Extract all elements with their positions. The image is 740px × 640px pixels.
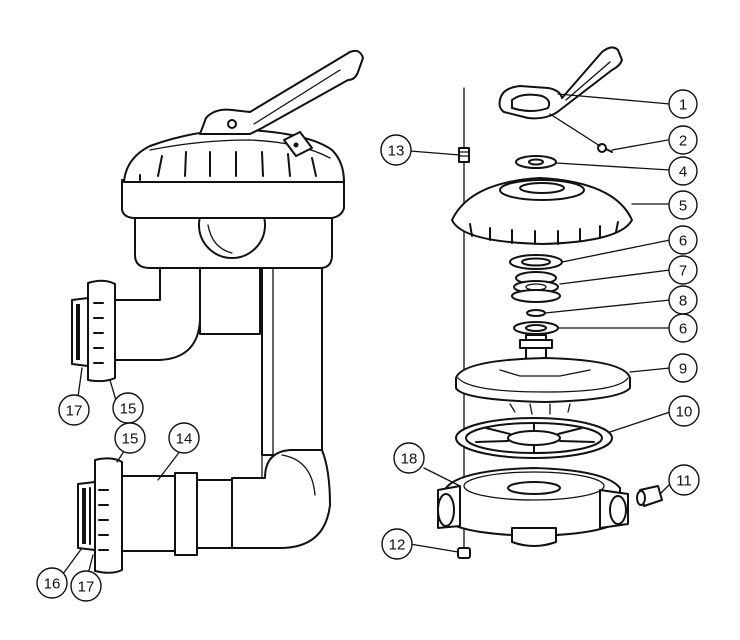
callout-label: 16 <box>44 576 61 593</box>
part-10-gasket[interactable] <box>455 417 613 459</box>
callout-16: 16 <box>36 567 68 599</box>
part-6-oring-upper[interactable] <box>509 254 563 270</box>
callout-label: 6 <box>679 321 687 338</box>
callout-15-lower: 15 <box>114 422 146 454</box>
part-11-plug[interactable] <box>636 485 663 507</box>
callout-5: 5 <box>668 190 698 220</box>
upper-elbow-pipe <box>114 264 201 361</box>
callout-label: 17 <box>66 403 83 420</box>
callout-12: 12 <box>381 528 413 560</box>
callout-9: 9 <box>668 353 698 383</box>
part-1-handle[interactable] <box>498 46 623 120</box>
callout-10: 10 <box>668 395 700 427</box>
part-12-plug[interactable] <box>457 547 471 559</box>
callout-14: 14 <box>168 422 200 454</box>
callout-label: 10 <box>676 404 693 421</box>
exploded-view <box>437 46 663 559</box>
callout-8: 8 <box>668 285 698 315</box>
callout-label: 7 <box>679 263 687 280</box>
callout-label: 6 <box>679 233 687 250</box>
assembled-valve <box>71 49 364 574</box>
callout-label: 1 <box>679 97 687 114</box>
callout-label: 5 <box>679 198 687 215</box>
callout-label: 15 <box>120 401 137 418</box>
callout-17-upper: 17 <box>58 394 90 426</box>
part-8-washer[interactable] <box>526 309 546 317</box>
callout-2: 2 <box>668 125 698 155</box>
callout-4: 4 <box>668 156 698 186</box>
part-7-spring[interactable] <box>511 271 561 303</box>
part-5-cover[interactable] <box>451 177 633 245</box>
callout-label: 4 <box>679 164 687 181</box>
callout-15-upper: 15 <box>112 392 144 424</box>
valve-cover <box>121 128 345 219</box>
part-9-rotor[interactable] <box>455 334 631 415</box>
part-4-washer[interactable] <box>515 155 557 169</box>
callout-18: 18 <box>393 442 425 474</box>
callout-label: 11 <box>676 473 692 490</box>
callout-11: 11 <box>668 464 700 496</box>
callout-label: 15 <box>122 431 139 448</box>
part-6-oring-lower[interactable] <box>513 321 559 335</box>
upper-union <box>71 279 116 383</box>
callout-1: 1 <box>668 89 698 119</box>
callout-label: 14 <box>176 431 193 448</box>
leader-lines <box>59 93 673 579</box>
callout-13: 13 <box>380 134 412 166</box>
callout-label: 12 <box>389 537 406 554</box>
callout-label: 17 <box>78 579 95 596</box>
part-2-screw[interactable] <box>597 143 613 153</box>
callout-label: 2 <box>679 133 687 150</box>
callout-6-upper: 6 <box>668 225 698 255</box>
callout-6-lower: 6 <box>668 313 698 343</box>
callout-label: 18 <box>401 451 418 468</box>
vertical-pipe <box>261 244 323 456</box>
center-pipe-stub <box>199 261 261 335</box>
callout-label: 9 <box>679 361 687 378</box>
callout-label: 8 <box>679 293 687 310</box>
lower-union <box>77 457 198 574</box>
part-18-valve-base[interactable] <box>437 467 629 547</box>
callout-7: 7 <box>668 255 698 285</box>
valve-body <box>134 191 333 269</box>
callout-label: 13 <box>388 143 405 160</box>
callout-17-lower: 17 <box>70 570 102 602</box>
valve-handle[interactable] <box>199 49 364 135</box>
